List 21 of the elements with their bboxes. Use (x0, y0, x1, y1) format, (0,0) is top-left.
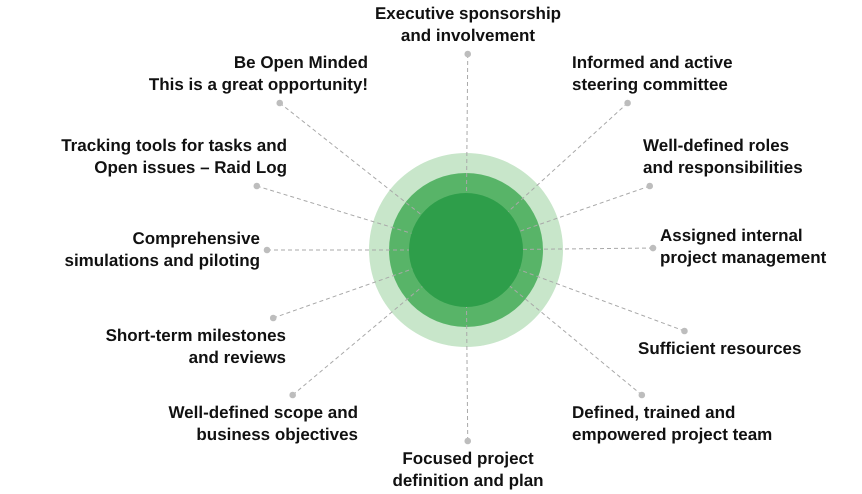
leader-line (518, 269, 688, 334)
leader-line (264, 246, 410, 254)
success-factor-label: Tracking tools for tasks and Open issues – Raid Log (30, 128, 294, 186)
success-factor-label: Well-defined scope and business objectives (151, 395, 365, 453)
leader-line (276, 100, 422, 216)
success-factor-label: Focused project definition and plan (381, 441, 555, 494)
success-factor-label: Well-defined roles and responsibilities (636, 128, 830, 186)
leader-line (508, 100, 631, 212)
leader-line (289, 286, 423, 398)
success-factor-label: Assigned internal project management (653, 218, 847, 276)
leader-line (509, 286, 646, 398)
success-factor-label: Short-term milestones and reviews (89, 318, 293, 376)
leader-line (464, 50, 472, 194)
leader-line (464, 306, 472, 444)
leader-line (519, 182, 654, 232)
leader-line (254, 182, 412, 234)
leader-line (270, 268, 413, 322)
success-factor-label: Sufficient resources (631, 331, 835, 367)
success-factor-label: Defined, trained and empowered project team (565, 395, 789, 453)
success-factor-label: Comprehensive simulations and piloting (31, 221, 267, 279)
leader-line (522, 244, 656, 252)
